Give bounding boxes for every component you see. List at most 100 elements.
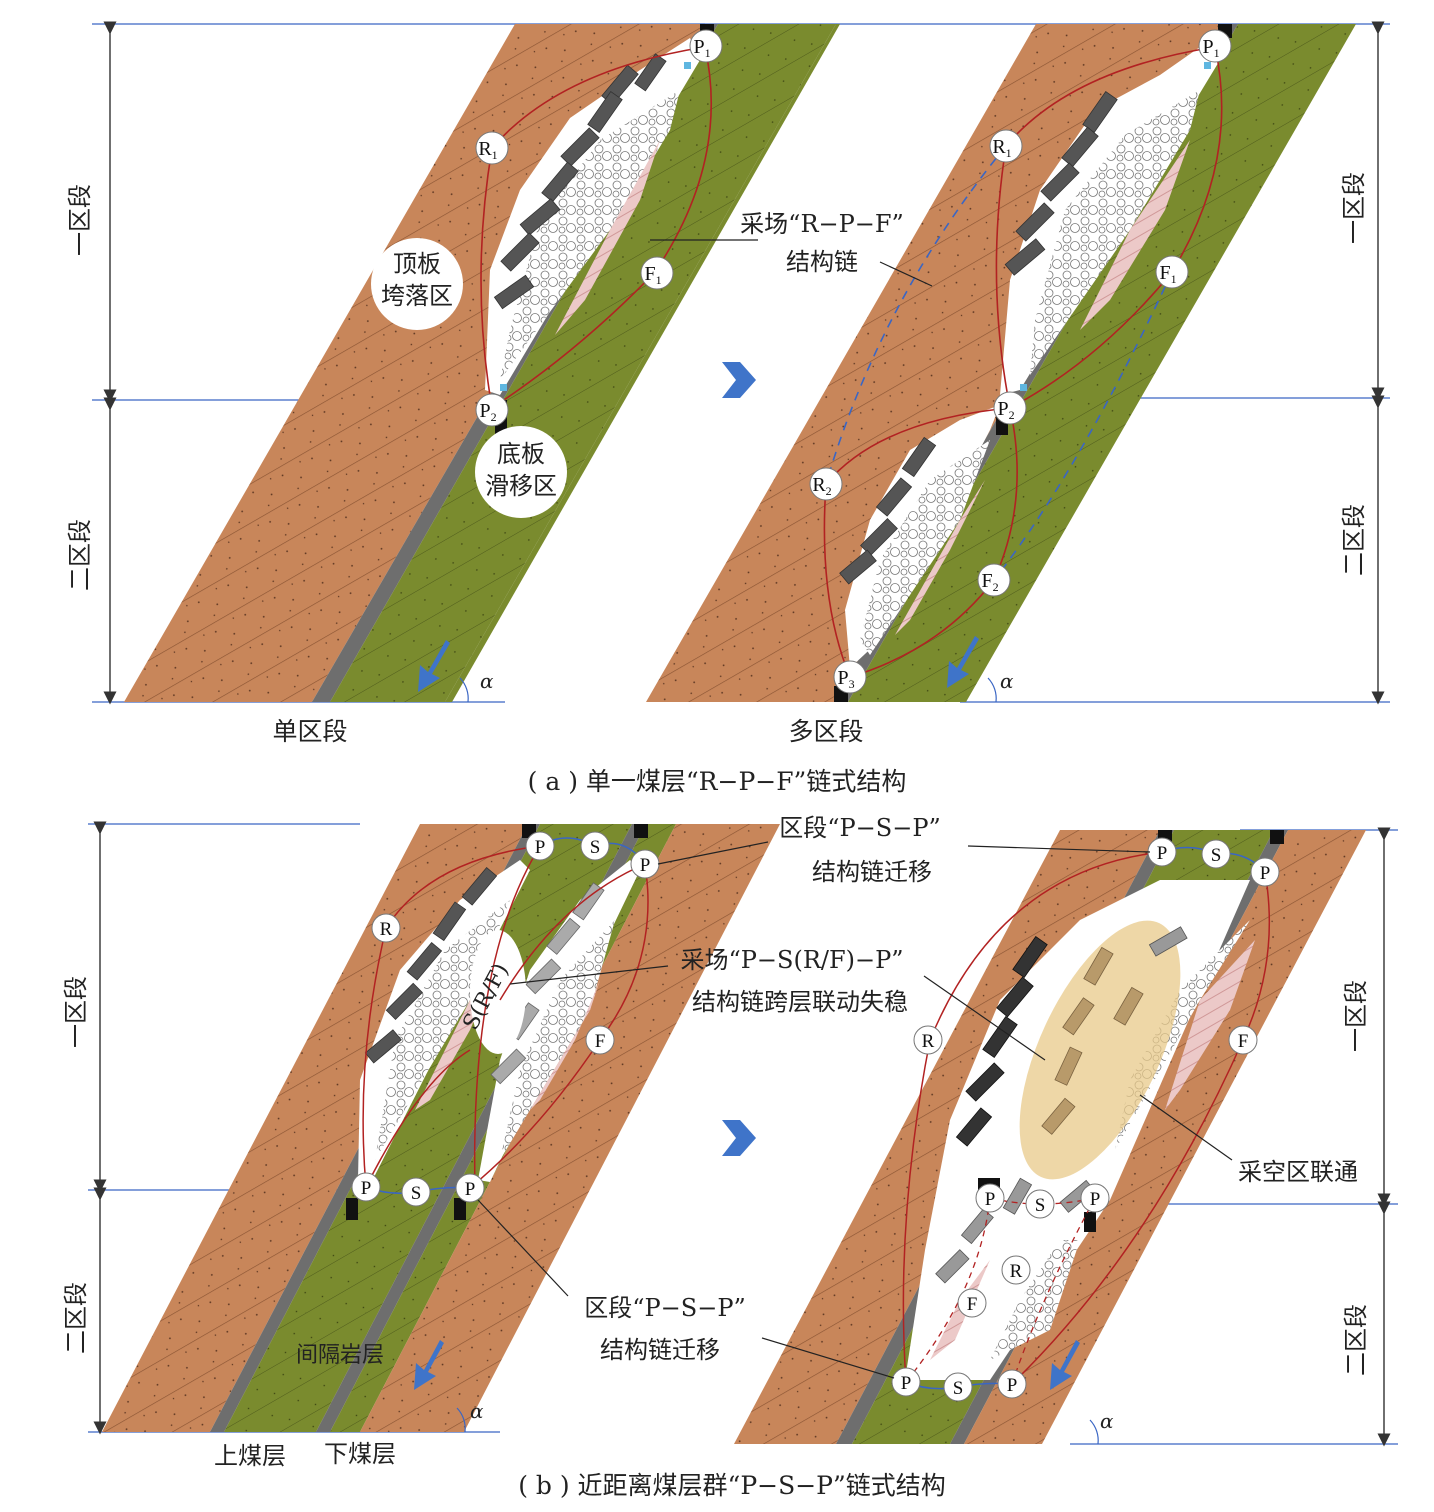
dip-arrow-a-right (947, 636, 979, 688)
svg-text:P: P (640, 855, 651, 876)
interlayer-label: 间隔岩层 (296, 1343, 384, 1368)
chain-callout-leader2 (879, 261, 933, 287)
dip-arrow-a-left (418, 640, 450, 692)
node-b-left-r: R (371, 913, 401, 943)
node-b-right-mid-p2: P (1080, 1183, 1110, 1213)
callout-bottom-line2: 结构链迁移 (600, 1336, 720, 1364)
node-a-left-f1: F1 (640, 256, 674, 290)
svg-text:P2: P2 (479, 400, 496, 424)
section1-a-left: 一区段 (66, 184, 94, 256)
svg-text:P: P (1260, 863, 1271, 884)
chain-callout-line2: 结构链 (786, 248, 858, 276)
node-b-left-top-s: S (580, 831, 610, 861)
angle-arc-b-left (456, 1407, 466, 1433)
chain-callout-line1: 采场“R−P−F” (740, 210, 904, 238)
svg-text:P: P (1157, 843, 1168, 864)
angle-arc-a-right (987, 677, 997, 703)
svg-text:P: P (901, 1373, 912, 1394)
node-b-left-top-p2: P (630, 849, 660, 879)
section2-b-left: 二区段 (62, 1282, 90, 1354)
node-a-right-p2: P2 (993, 391, 1027, 425)
angle-b-right: α (1100, 1409, 1114, 1433)
node-a-left-p2: P2 (475, 393, 509, 427)
svg-text:R1: R1 (992, 136, 1011, 160)
svg-text:S: S (953, 1378, 964, 1399)
section2-b-right: 二区段 (1342, 1304, 1370, 1376)
goaf-a-right (834, 24, 1232, 702)
svg-text:F1: F1 (644, 263, 661, 287)
node-b-left-f: F (585, 1025, 615, 1055)
chain-a-right (823, 46, 1223, 678)
svg-text:P: P (1007, 1375, 1018, 1396)
process-arrow-a (722, 362, 756, 398)
node-b-right-r-outer: R (913, 1025, 943, 1055)
svg-text:P1: P1 (693, 36, 710, 60)
node-b-right-mid-p1: P (975, 1183, 1005, 1213)
node-a-left-r1: R1 (475, 131, 509, 165)
panel-b: S(R/F) P S P R F P S P 一区段 二区段 间隔岩层 α 上煤… (62, 814, 1398, 1500)
dashed-envelope-a (825, 145, 1173, 581)
goaf-a-left (485, 24, 714, 434)
svg-text:P1: P1 (1202, 36, 1219, 60)
callout-bottom-line1: 区段“P−S−P” (584, 1294, 746, 1322)
svg-text:R: R (1010, 1261, 1023, 1282)
chain-a-left (480, 46, 713, 409)
svg-text:R1: R1 (478, 138, 497, 162)
svg-text:S: S (1211, 845, 1222, 866)
svg-text:P: P (465, 1179, 476, 1200)
node-b-right-mid-s: S (1025, 1189, 1055, 1219)
angle-a-left: α (480, 669, 494, 693)
chain-b-left (362, 845, 649, 1189)
angle-a-right: α (1000, 669, 1014, 693)
node-b-right-bot-s: S (943, 1372, 973, 1402)
dip-arrow-b-right (1050, 1340, 1080, 1390)
roof-zone-line1: 顶板 (393, 250, 441, 278)
node-a-right-p3: P3 (833, 660, 867, 694)
section1-b-right: 一区段 (1342, 980, 1370, 1052)
svg-text:R: R (922, 1031, 935, 1052)
node-a-right-f2: F2 (977, 563, 1011, 597)
node-a-right-r1: R1 (989, 129, 1023, 163)
node-b-right-bot-p1: P (891, 1367, 921, 1397)
single-section-label: 单区段 (272, 717, 347, 746)
caption-a: ( a ) 单一煤层“R−P−F”链式结构 (528, 767, 907, 796)
svg-text:P3: P3 (837, 667, 854, 691)
svg-text:F: F (1238, 1031, 1249, 1052)
callout-top-line1: 区段“P−S−P” (779, 814, 941, 842)
goaf-b-left (346, 824, 648, 1220)
dip-arrow-b-left (414, 1340, 444, 1390)
node-b-right-r-inner: R (1001, 1255, 1031, 1285)
node-a-right-f1: F1 (1155, 255, 1189, 289)
callout-leaders-b (477, 841, 1233, 1379)
upper-seam-label: 上煤层 (214, 1442, 286, 1470)
angle-arc-a-left (459, 677, 469, 703)
angle-b-left: α (470, 1399, 484, 1423)
callout-mid-line1: 采场“P−S(R/F)−P” (680, 946, 903, 974)
floor-zone-line2: 滑移区 (485, 472, 557, 500)
node-b-right-f-outer: F (1228, 1025, 1258, 1055)
callout-top-line2: 结构链迁移 (812, 858, 932, 886)
node-b-right-top-s: S (1201, 839, 1231, 869)
svg-text:F: F (967, 1294, 978, 1315)
svg-text:P: P (1090, 1189, 1101, 1210)
floor-zone-line1: 底板 (497, 440, 545, 468)
chain-b-right-dashed (905, 1197, 1096, 1385)
section2-a-left: 二区段 (66, 519, 94, 591)
svg-text:F1: F1 (1159, 262, 1176, 286)
floor-zone-bubble (475, 426, 567, 518)
node-b-left-mid-p1: P (351, 1172, 381, 1202)
panel-a: 顶板 垮落区 底板 滑移区 P1 R1 F1 P2 一区段 二区段 (66, 21, 1390, 796)
svg-text:R: R (380, 919, 393, 940)
svg-text:R2: R2 (812, 474, 831, 498)
node-b-right-top-p2: P (1250, 857, 1280, 887)
lower-seam-label: 下煤层 (324, 1440, 396, 1468)
callout-mid-line2: 结构链跨层联动失稳 (692, 988, 908, 1016)
callout-goaf: 采空区联通 (1238, 1158, 1358, 1186)
roof-zone-line2: 垮落区 (381, 282, 453, 310)
svg-text:P: P (361, 1178, 372, 1199)
node-b-right-top-p1: P (1147, 837, 1177, 867)
svg-text:P: P (985, 1189, 996, 1210)
section2-a-right: 二区段 (1340, 504, 1368, 576)
node-b-left-top-p1: P (525, 831, 555, 861)
